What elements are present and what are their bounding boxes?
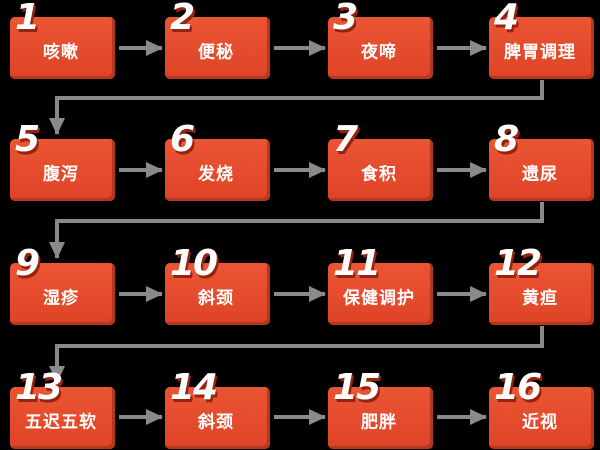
flow-node-16: 16 近视 <box>489 370 594 449</box>
connector-elbow <box>49 326 544 383</box>
node-number: 14 <box>170 367 218 408</box>
node-label: 斜颈 <box>198 412 234 433</box>
node-number: 5 <box>15 119 40 160</box>
node-label: 脾胃调理 <box>504 42 576 63</box>
flow-node-5: 5 腹泻 <box>10 122 115 201</box>
node-number: 15 <box>333 367 381 408</box>
node-number: 8 <box>494 119 519 160</box>
node-label: 保健调护 <box>343 288 415 309</box>
flow-node-10: 10 斜颈 <box>165 246 270 325</box>
node-number: 2 <box>170 0 195 38</box>
node-number: 13 <box>15 367 63 408</box>
flow-node-9: 9 湿疹 <box>10 246 115 325</box>
node-label: 便秘 <box>198 42 234 63</box>
node-number: 4 <box>494 0 519 38</box>
node-label: 咳嗽 <box>43 42 79 63</box>
node-number: 11 <box>333 243 381 284</box>
flow-node-8: 8 遗尿 <box>489 122 594 201</box>
node-number: 10 <box>170 243 218 284</box>
connector-elbow <box>49 80 544 135</box>
node-label: 发烧 <box>198 164 234 185</box>
node-number: 7 <box>333 119 358 160</box>
flow-node-14: 14 斜颈 <box>165 370 270 449</box>
node-label: 斜颈 <box>198 288 234 309</box>
flow-node-4: 4 脾胃调理 <box>489 0 594 79</box>
flow-node-3: 3 夜啼 <box>328 0 433 79</box>
node-label: 遗尿 <box>522 164 558 185</box>
connector-elbow <box>49 202 544 259</box>
flow-node-12: 12 黄疸 <box>489 246 594 325</box>
node-label: 夜啼 <box>361 42 397 63</box>
node-label: 湿疹 <box>43 288 79 309</box>
node-number: 3 <box>333 0 358 38</box>
flow-node-7: 7 食积 <box>328 122 433 201</box>
flow-node-2: 2 便秘 <box>165 0 270 79</box>
node-label: 肥胖 <box>361 412 397 433</box>
node-number: 9 <box>15 243 40 284</box>
flow-node-1: 1 咳嗽 <box>10 0 115 79</box>
flow-node-13: 13 五迟五软 <box>10 370 115 449</box>
node-number: 1 <box>15 0 40 38</box>
node-label: 近视 <box>522 412 558 433</box>
flow-node-6: 6 发烧 <box>165 122 270 201</box>
node-label: 黄疸 <box>522 288 558 309</box>
node-number: 6 <box>170 119 195 160</box>
node-number: 16 <box>494 367 542 408</box>
node-label: 五迟五软 <box>25 412 97 433</box>
flow-node-11: 11 保健调护 <box>328 246 433 325</box>
node-label: 食积 <box>361 164 397 185</box>
flow-node-15: 15 肥胖 <box>328 370 433 449</box>
node-number: 12 <box>494 243 542 284</box>
node-label: 腹泻 <box>43 164 79 185</box>
